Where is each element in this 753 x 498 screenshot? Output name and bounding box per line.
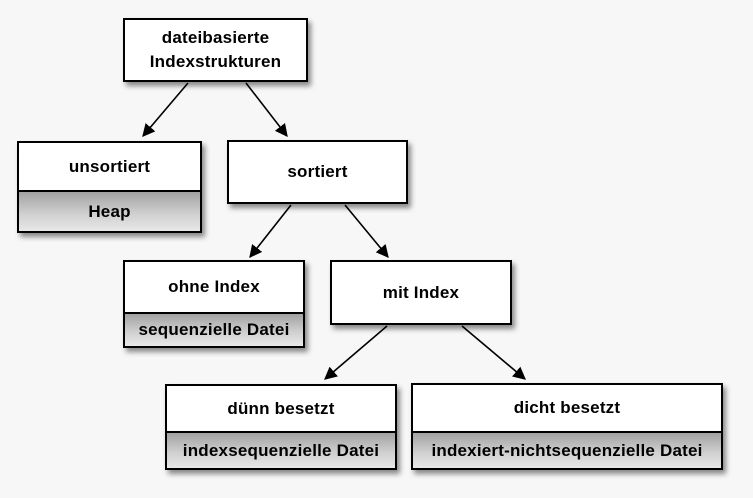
node-sub-label: indexiert-nichtsequenzielle Datei xyxy=(413,431,721,468)
node-title: unsortiert xyxy=(68,156,151,176)
node-title-line1: dateibasierte xyxy=(161,28,270,47)
arrow-mit-index-to-dicht-besetzt xyxy=(461,325,526,380)
arrow-sortiert-to-mit-index xyxy=(344,204,389,258)
node-sortiert: sortiert xyxy=(227,140,408,204)
node-title-line2: Indexstrukturen xyxy=(149,52,282,71)
node-dicht-besetzt: dicht besetzt indexiert-nichtsequenziell… xyxy=(411,383,723,470)
node-dateibasierte-indexstrukturen: dateibasierte Indexstrukturen xyxy=(123,18,308,82)
node-mit-index: mit Index xyxy=(330,260,512,325)
arrow-sortiert-to-ohne-index xyxy=(249,204,292,259)
node-title: sortiert xyxy=(287,162,348,181)
arrow-root-to-unsortiert xyxy=(142,82,189,137)
node-duenn-besetzt: dünn besetzt indexsequenzielle Datei xyxy=(165,384,397,470)
node-sub-label: Heap xyxy=(19,190,200,231)
arrow-root-to-sortiert xyxy=(245,82,288,138)
node-unsortiert: unsortiert Heap xyxy=(17,141,202,233)
node-sub-label: indexsequenzielle Datei xyxy=(167,431,395,468)
node-title: dünn besetzt xyxy=(227,398,335,418)
node-title: mit Index xyxy=(382,282,460,302)
arrow-mit-index-to-duenn-besetzt xyxy=(324,325,388,380)
node-ohne-index: ohne Index sequenzielle Datei xyxy=(123,260,305,348)
node-title: dateibasierte Indexstrukturen xyxy=(125,20,306,80)
node-title: ohne Index xyxy=(168,277,260,296)
node-sub-label: sequenzielle Datei xyxy=(125,312,303,346)
node-title: dicht besetzt xyxy=(513,398,621,417)
